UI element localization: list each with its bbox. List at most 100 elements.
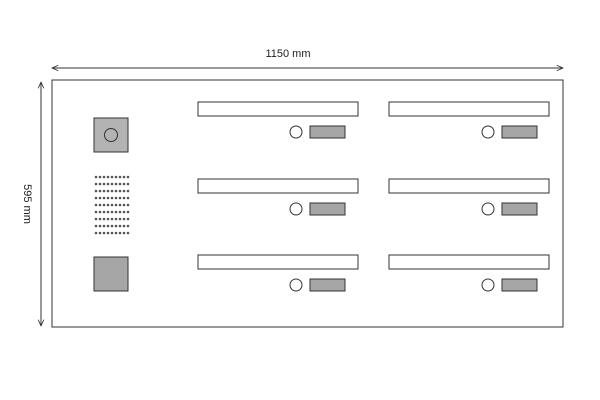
height-dimension-label: 595 mm xyxy=(21,184,33,224)
speaker-dot xyxy=(126,231,130,235)
label-tag xyxy=(501,202,538,216)
speaker-dot xyxy=(126,224,130,228)
mailbox-slot xyxy=(197,101,359,139)
speaker-dot xyxy=(110,231,114,235)
speaker-dot xyxy=(126,203,130,207)
speaker-dot xyxy=(106,182,110,186)
speaker-dot xyxy=(110,217,114,221)
speaker-dot xyxy=(122,189,126,193)
speaker-dot xyxy=(114,217,118,221)
label-tag xyxy=(309,125,346,139)
speaker-dot xyxy=(114,231,118,235)
camera-module xyxy=(93,117,129,153)
speaker-dot xyxy=(94,182,98,186)
speaker-dot xyxy=(102,196,106,200)
camera-lens xyxy=(104,128,118,142)
mailbox-slot xyxy=(197,254,359,292)
speaker-dot xyxy=(98,210,102,214)
speaker-dot xyxy=(94,196,98,200)
speaker-grille-icon xyxy=(94,175,130,235)
speaker-dot xyxy=(106,175,110,179)
mailbox-slot xyxy=(197,178,359,216)
speaker-dot xyxy=(126,182,130,186)
speaker-dot xyxy=(122,182,126,186)
speaker-dot xyxy=(94,210,98,214)
speaker-dot xyxy=(114,210,118,214)
speaker-dot xyxy=(110,182,114,186)
label-tag xyxy=(501,125,538,139)
speaker-dot xyxy=(102,203,106,207)
speaker-dot xyxy=(122,203,126,207)
speaker-dot xyxy=(126,196,130,200)
speaker-dot xyxy=(126,175,130,179)
speaker-dot xyxy=(106,189,110,193)
speaker-dot xyxy=(94,231,98,235)
name-plate xyxy=(388,101,550,117)
speaker-dot xyxy=(98,217,102,221)
speaker-dot xyxy=(114,189,118,193)
speaker-dot xyxy=(110,189,114,193)
speaker-dot xyxy=(102,231,106,235)
speaker-dot xyxy=(114,182,118,186)
speaker-dot xyxy=(122,224,126,228)
speaker-dot xyxy=(118,175,122,179)
speaker-dot xyxy=(118,217,122,221)
label-tag xyxy=(309,202,346,216)
speaker-dot xyxy=(118,189,122,193)
speaker-dot xyxy=(106,224,110,228)
speaker-dot xyxy=(110,203,114,207)
speaker-dot xyxy=(110,210,114,214)
speaker-dot xyxy=(106,203,110,207)
width-dimension-label: 1150 mm xyxy=(265,48,310,60)
speaker-dot xyxy=(94,189,98,193)
speaker-dot xyxy=(106,210,110,214)
speaker-dot xyxy=(110,175,114,179)
speaker-dot xyxy=(94,217,98,221)
speaker-dot xyxy=(98,231,102,235)
mailbox-slot xyxy=(388,254,550,292)
speaker-dot xyxy=(98,175,102,179)
lock-icon xyxy=(481,278,495,292)
speaker-dot xyxy=(98,224,102,228)
speaker-dot xyxy=(126,210,130,214)
speaker-dot xyxy=(102,182,106,186)
lock-icon xyxy=(289,202,303,216)
speaker-dot xyxy=(106,217,110,221)
speaker-dot xyxy=(122,175,126,179)
speaker-dot xyxy=(102,175,106,179)
speaker-dot xyxy=(122,217,126,221)
speaker-dot xyxy=(98,182,102,186)
speaker-dot xyxy=(122,196,126,200)
speaker-dot xyxy=(98,203,102,207)
name-plate xyxy=(197,101,359,117)
speaker-dot xyxy=(98,189,102,193)
mailbox-slot xyxy=(388,178,550,216)
speaker-dot xyxy=(126,217,130,221)
camera-icon xyxy=(93,117,129,153)
speaker-dot xyxy=(94,224,98,228)
speaker-dot xyxy=(118,203,122,207)
name-plate xyxy=(197,254,359,270)
speaker-dot xyxy=(94,203,98,207)
speaker-dot xyxy=(118,196,122,200)
speaker-dot xyxy=(118,182,122,186)
lock-icon xyxy=(289,125,303,139)
speaker-dot xyxy=(122,231,126,235)
speaker-dot xyxy=(94,175,98,179)
speaker-dot xyxy=(98,196,102,200)
mailbox-slot xyxy=(388,101,550,139)
speaker-dot xyxy=(114,175,118,179)
label-tag xyxy=(501,278,538,292)
label-tag xyxy=(309,278,346,292)
speaker-dot xyxy=(114,196,118,200)
speaker-dot xyxy=(122,210,126,214)
lock-icon xyxy=(481,125,495,139)
name-plate xyxy=(197,178,359,194)
lock-icon xyxy=(481,202,495,216)
speaker-dot xyxy=(126,189,130,193)
speaker-dot xyxy=(110,224,114,228)
panel-outline xyxy=(51,79,564,328)
speaker-dot xyxy=(106,231,110,235)
speaker-dot xyxy=(102,189,106,193)
